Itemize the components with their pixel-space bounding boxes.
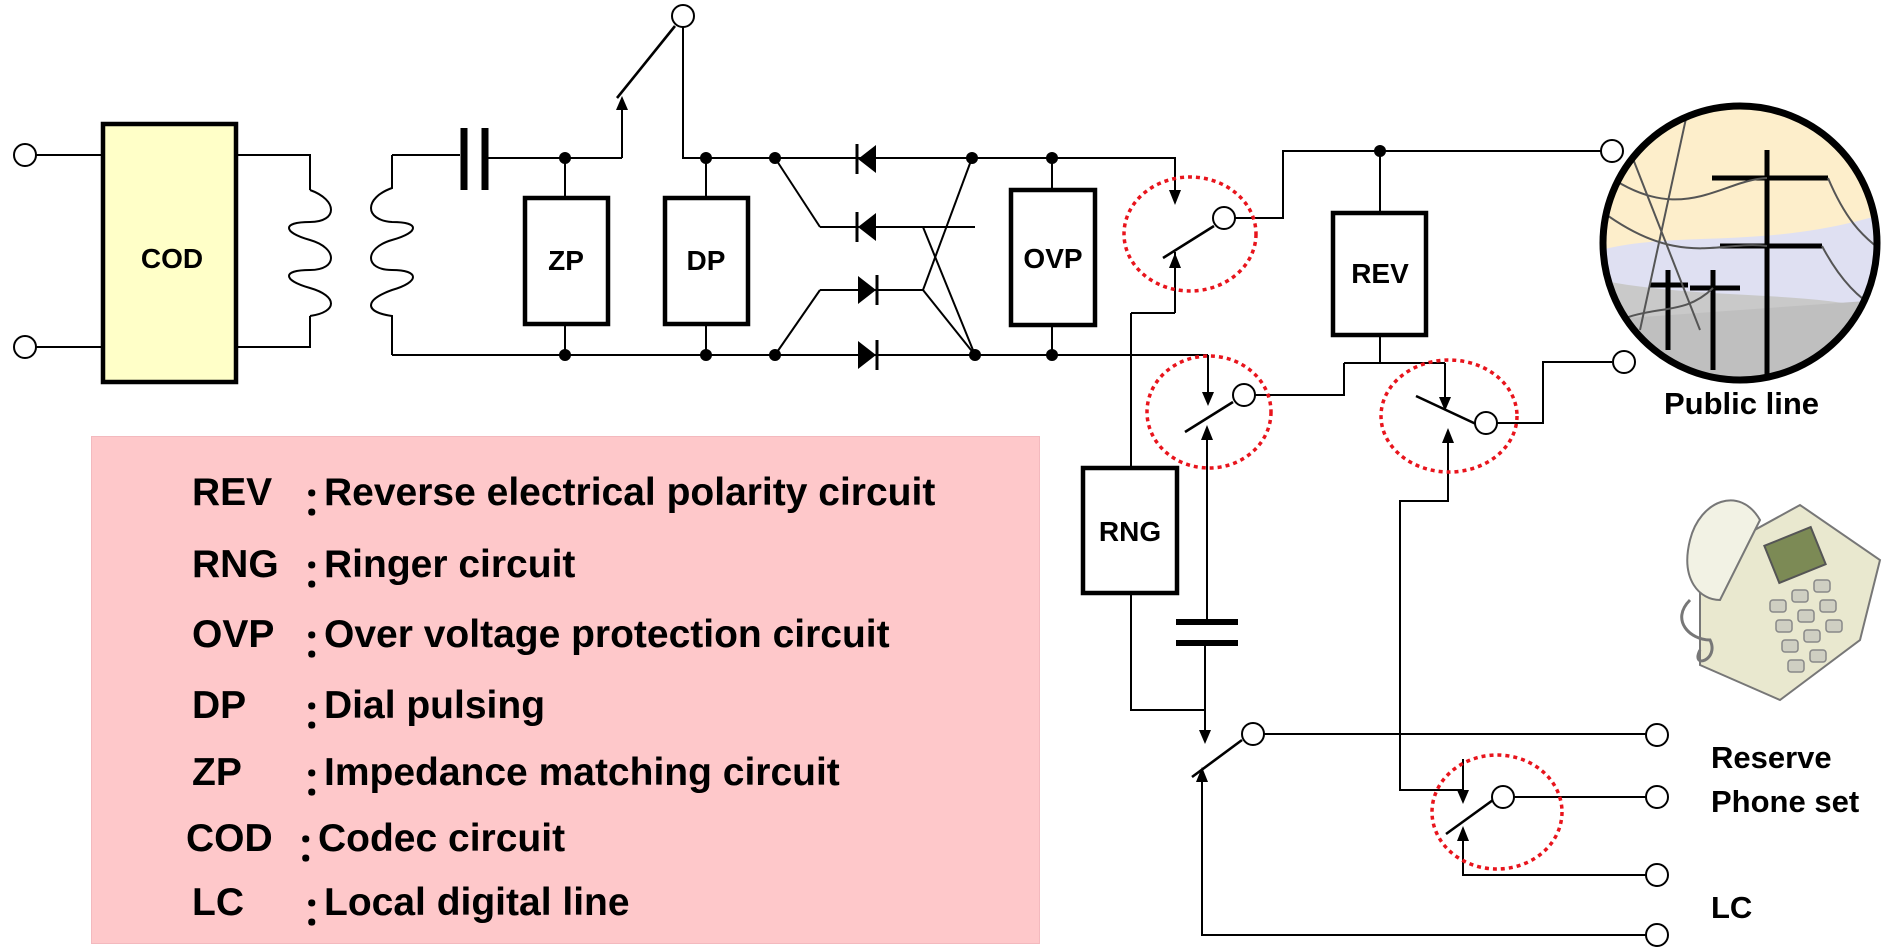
legend-abbr: LC xyxy=(192,881,244,924)
relay-switch-5 xyxy=(1430,753,1669,887)
junctions xyxy=(559,145,1386,361)
hook-switch xyxy=(615,4,1176,192)
dp-label: DP xyxy=(687,245,726,276)
legend-abbr: COD xyxy=(186,817,273,860)
legend-abbr: OVP xyxy=(192,613,275,656)
lc-label: LC xyxy=(1711,890,1753,925)
cod-label: COD xyxy=(141,243,203,274)
diode-bridge xyxy=(774,144,976,370)
telephone-icon xyxy=(1680,499,1882,702)
rng-branch: RNG xyxy=(1080,313,1238,730)
legend-panel: REV ： Reverse electrical polarity circui… xyxy=(91,436,1040,944)
dp-block: DP xyxy=(662,158,751,355)
rng-label: RNG xyxy=(1099,516,1161,547)
legend-separator: ： xyxy=(302,481,342,524)
ovp-label: OVP xyxy=(1023,243,1082,274)
reserve-label: Reserve xyxy=(1711,740,1832,775)
relay-switch-4 xyxy=(1191,722,1669,947)
legend-desc: Local digital line xyxy=(324,881,630,924)
ovp-block: OVP xyxy=(1008,158,1098,355)
legend-desc: Reverse electrical polarity circuit xyxy=(324,471,936,514)
relay-switch-1 xyxy=(1122,139,1624,314)
legend-separator: ： xyxy=(302,623,342,666)
transformer xyxy=(236,154,460,355)
rev-label: REV xyxy=(1351,258,1409,289)
relay-switch-2 xyxy=(1088,354,1345,470)
input-terminals xyxy=(13,143,103,359)
legend-abbr: DP xyxy=(192,684,247,727)
phone-set-label: Phone set xyxy=(1711,784,1860,819)
legend-separator: ： xyxy=(302,761,342,804)
relay-switch-3 xyxy=(1379,350,1636,791)
legend-separator: ： xyxy=(302,694,342,737)
rev-block: REV xyxy=(1330,151,1446,393)
series-capacitor xyxy=(460,128,622,190)
legend-abbr: ZP xyxy=(192,751,242,794)
legend-abbr: REV xyxy=(192,471,273,514)
legend-desc: Over voltage protection circuit xyxy=(324,613,890,656)
legend-desc: Ringer circuit xyxy=(324,543,576,586)
zp-label: ZP xyxy=(548,245,584,276)
legend-separator: ： xyxy=(302,553,342,596)
legend-abbr: RNG xyxy=(192,543,279,586)
legend-desc: Codec circuit xyxy=(318,817,566,860)
legend-desc: Dial pulsing xyxy=(324,684,546,727)
cod-block: COD xyxy=(100,121,239,385)
zp-block: ZP xyxy=(522,158,611,355)
public-line-label: Public line xyxy=(1664,386,1820,421)
legend-desc: Impedance matching circuit xyxy=(324,751,840,794)
utility-pole-icon xyxy=(1599,102,1881,384)
legend-separator: ： xyxy=(296,827,336,870)
legend-separator: ： xyxy=(302,891,342,934)
